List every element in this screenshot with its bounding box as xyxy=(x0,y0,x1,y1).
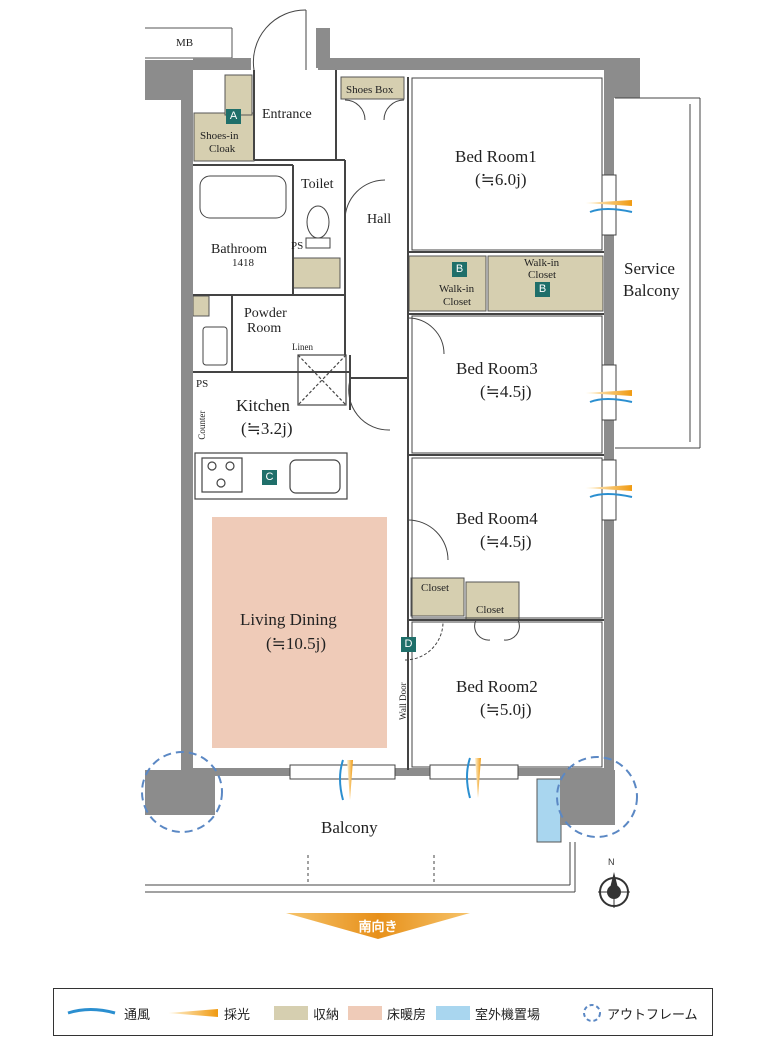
legend-lighting-label: 採光 xyxy=(224,1006,251,1022)
floor-heating-area xyxy=(212,517,387,748)
doors xyxy=(252,9,520,661)
wind-marks xyxy=(339,208,633,801)
powder-room-label-2: Room xyxy=(247,321,282,336)
kitchen-counter xyxy=(194,354,348,500)
legend-lighting: 採光 xyxy=(224,1003,250,1023)
service-balcony-label-2: Balcony xyxy=(623,281,680,300)
balcony-label: Balcony xyxy=(321,818,378,837)
compass-icon: N xyxy=(598,857,630,908)
legend-floor-heating-label: 床暖房 xyxy=(387,1006,427,1022)
bed-room1-size-label: (≒6.0j) xyxy=(475,170,527,189)
bed-room1-label: Bed Room1 xyxy=(455,147,537,166)
ps-top-label: PS xyxy=(291,240,304,252)
legend-outdoor-unit-label: 室外機置場 xyxy=(475,1006,541,1022)
south-orientation: 南向き xyxy=(286,913,470,939)
shoes-in-cloak-label-1: Shoes-in xyxy=(200,130,239,142)
walkin-left-label-2: Closet xyxy=(443,296,472,308)
badge-d: D xyxy=(401,637,416,652)
powder-room-label-1: Powder xyxy=(244,306,287,321)
legend-outframe: アウトフレーム xyxy=(607,1003,698,1023)
shoes-box-label: Shoes Box xyxy=(346,84,394,96)
bed-room2-label: Bed Room2 xyxy=(456,677,538,696)
hall-label: Hall xyxy=(367,212,392,227)
kitchen-size-label: (≒3.2j) xyxy=(241,419,293,438)
closet-left-label: Closet xyxy=(421,582,450,594)
badge-b-right: B xyxy=(535,282,550,297)
badge-b-left: B xyxy=(452,262,467,277)
entrance-label: Entrance xyxy=(262,107,312,122)
linen-label: Linen xyxy=(292,342,313,352)
south-arrow-icon xyxy=(286,913,470,939)
balconies xyxy=(145,97,701,893)
legend-outframe-label: アウトフレーム xyxy=(607,1006,698,1022)
bed-room2-size-label: (≒5.0j) xyxy=(480,700,532,719)
bed-room3-label: Bed Room3 xyxy=(456,359,538,378)
closet-right-label: Closet xyxy=(476,604,505,616)
legend-storage-label: 収納 xyxy=(313,1006,340,1022)
legend-ventilation: 通風 xyxy=(124,1003,150,1023)
walkin-right-label-2: Closet xyxy=(528,269,557,281)
mb-label: MB xyxy=(176,37,194,49)
badge-a: A xyxy=(226,109,241,124)
living-dining-label: Living Dining xyxy=(240,610,337,629)
legend-outdoor-unit: 室外機置場 xyxy=(475,1003,540,1023)
light-marks xyxy=(347,200,632,800)
legend-swatches xyxy=(67,1004,601,1022)
bed-room3-size-label: (≒4.5j) xyxy=(480,382,532,401)
bed-room4-label: Bed Room4 xyxy=(456,509,538,528)
bed-room4-size-label: (≒4.5j) xyxy=(480,532,532,551)
toilet-label: Toilet xyxy=(301,177,334,192)
wall-door-label: Wall Door xyxy=(397,682,408,720)
walkin-right-label-1: Walk-in xyxy=(524,257,560,269)
service-balcony-label-1: Service xyxy=(624,259,675,278)
south-label: 南向き xyxy=(358,919,398,934)
legend-storage: 収納 xyxy=(313,1003,339,1023)
toilet-fixture xyxy=(305,205,331,249)
windows xyxy=(289,174,617,780)
badge-c: C xyxy=(262,470,277,485)
svg-text:N: N xyxy=(608,857,615,867)
walkin-left-label-1: Walk-in xyxy=(439,283,475,295)
interior-walls xyxy=(193,70,604,770)
ps-kitchen-label: PS xyxy=(196,378,209,390)
bathroom-label: Bathroom xyxy=(211,242,267,257)
legend: 通風 採光 収納 床暖房 室外機置場 アウトフレーム xyxy=(53,988,713,1036)
legend-ventilation-label: 通風 xyxy=(124,1006,151,1022)
counter-label: Counter xyxy=(196,410,207,440)
bathroom-size-label: 1418 xyxy=(232,257,254,269)
legend-floor-heating: 床暖房 xyxy=(387,1003,426,1023)
living-dining-size-label: (≒10.5j) xyxy=(266,634,327,653)
storage-areas xyxy=(192,74,604,621)
kitchen-label: Kitchen xyxy=(236,396,290,415)
shoes-in-cloak-label-2: Cloak xyxy=(209,143,236,155)
outframe-marks xyxy=(141,751,638,838)
